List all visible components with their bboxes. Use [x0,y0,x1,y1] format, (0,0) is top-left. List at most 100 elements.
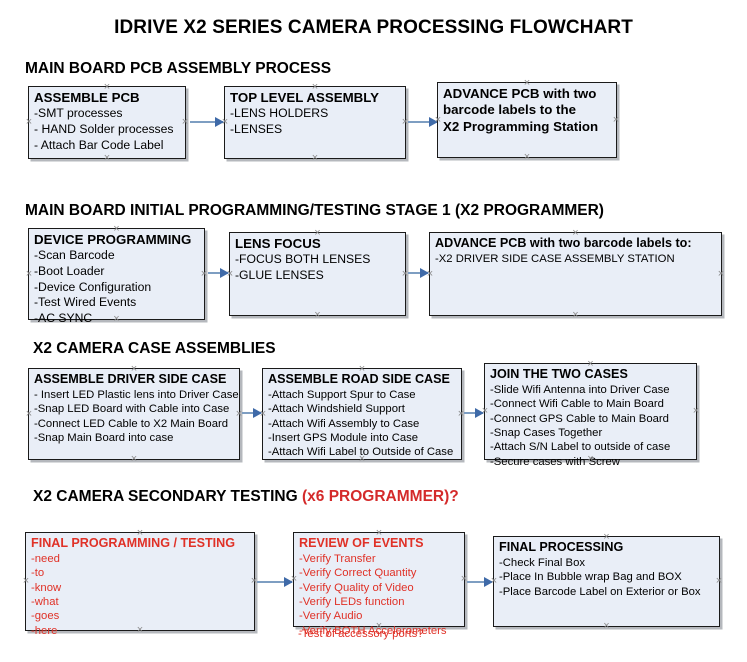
flow-box-assemble-driver-side-case[interactable]: ASSEMBLE DRIVER SIDE CASE - Insert LED P… [28,368,240,460]
box-line: -Snap Main Board into case [34,431,174,444]
box-line: -LENSES [230,122,283,137]
box-line: -Attach Windshield Support [268,403,405,416]
section-header-main-board-pcb-assembly: MAIN BOARD PCB ASSEMBLY PROCESS [25,60,331,78]
resize-handle-right[interactable] [235,410,244,419]
box-line: -Snap LED Board with Cable into Case [34,403,230,416]
resize-handle-right[interactable] [612,116,621,125]
box-title: TOP LEVEL ASSEMBLY [230,90,380,105]
box-line: - Insert LED Plastic lens into Driver Ca… [34,388,239,401]
resize-handle-left[interactable] [22,577,31,586]
flow-box-advance-pcb-driver-side-station[interactable]: ADVANCE PCB with two barcode labels to: … [429,232,722,316]
box-line: -Verify Quality of Video [299,581,414,594]
resize-handle-right[interactable] [200,270,209,279]
box-line: -Attach Support Spur to Case [268,388,416,401]
box-title: FINAL PROCESSING [499,540,624,554]
box-line: -goes [31,610,60,623]
box-line: -AC SYNC [34,310,93,325]
section-header-main-board-initial-programming: MAIN BOARD INITIAL PROGRAMMING/TESTING S… [25,202,604,220]
resize-handle-bottom[interactable] [103,154,112,163]
box-line: -here [31,624,58,637]
box-title: ASSEMBLE PCB [34,90,140,105]
resize-handle-right[interactable] [401,270,410,279]
box-line: -Attach Wifi Label to Outside of Case [268,446,454,459]
box-line: -Insert GPS Module into Case [268,431,419,444]
box-line: -Verify BOTH Accelerometers [299,624,447,637]
flow-box-lens-focus[interactable]: LENS FOCUS -FOCUS BOTH LENSES -GLUE LENS… [229,232,406,316]
connector-arrow [208,268,229,278]
resize-handle-right[interactable] [717,270,726,279]
flow-box-review-of-events[interactable]: REVIEW OF EVENTS -Verify Transfer -Verif… [293,532,465,637]
box-title: ADVANCE PCB with two [443,86,597,101]
box-line: -X2 DRIVER SIDE CASE ASSEMBLY STATION [435,252,675,265]
box-line: -Test Wired Events [34,295,137,310]
resize-handle-right[interactable] [715,577,724,586]
flow-box-final-programming-testing[interactable]: FINAL PROGRAMMING / TESTING -need -to -k… [22,532,255,637]
resize-handle-left[interactable] [25,410,34,419]
section-header-text: X2 CAMERA CASE ASSEMBLIES [33,340,276,357]
box-line: -Boot Loader [34,264,105,279]
box-line: -Connect LED Cable to X2 Main Board [34,417,229,430]
box-title: LENS FOCUS [235,236,321,251]
box-line: -Verify Transfer [299,552,376,565]
box-line: -Check Final Box [499,556,586,569]
flow-box-assemble-pcb[interactable]: ASSEMBLE PCB -SMT processes - HAND Solde… [28,86,186,159]
resize-handle-left[interactable] [25,118,34,127]
box-title-cont: X2 Programming Station [443,118,599,134]
box-title: DEVICE PROGRAMMING [34,232,192,247]
flow-box-advance-pcb-programming-station[interactable]: ADVANCE PCB with two barcode labels to t… [437,82,617,158]
section-header-text: MAIN BOARD PCB ASSEMBLY PROCESS [25,60,332,77]
box-title: ADVANCE PCB with two barcode labels to: [435,236,692,250]
box-line: -Device Configuration [34,279,152,294]
box-line: -Slide Wifi Antenna into Driver Case [490,383,670,396]
resize-handle-right[interactable] [181,118,190,127]
connector-arrow [190,117,224,127]
box-overflow-line-review-of-events: -Test of accessory ports? [298,628,424,640]
box-line: -need [31,552,60,565]
section-header-text: X2 CAMERA SECONDARY TESTING [33,488,302,505]
resize-handle-right[interactable] [692,407,701,416]
box-line: -Scan Barcode [34,248,115,263]
box-title: REVIEW OF EVENTS [299,536,424,550]
box-title: FINAL PROGRAMMING / TESTING [31,536,236,550]
box-line: -to [31,567,45,580]
box-line: - HAND Solder processes [34,122,174,137]
resize-handle-right[interactable] [457,410,466,419]
section-header-x2-camera-case-assemblies: X2 CAMERA CASE ASSEMBLIES [33,340,276,358]
section-header-text: MAIN BOARD INITIAL PROGRAMMING/TESTING S… [25,202,604,219]
section-header-x2-camera-secondary-testing: X2 CAMERA SECONDARY TESTING (x6 PROGRAMM… [33,488,459,506]
connector-arrow [242,408,262,418]
box-title-cont: barcode labels to the [443,102,577,118]
box-line: - Attach Bar Code Label [34,137,164,152]
box-line: -FOCUS BOTH LENSES [235,252,371,267]
flow-box-top-level-assembly[interactable]: TOP LEVEL ASSEMBLY -LENS HOLDERS -LENSES [224,86,406,159]
box-line: -what [31,595,59,608]
resize-handle-left[interactable] [25,270,34,279]
box-line: -Place In Bubble wrap Bag and BOX [499,571,682,584]
box-line: -Snap Cases Together [490,426,603,439]
box-title: ASSEMBLE ROAD SIDE CASE [268,372,450,386]
box-line: -Place Barcode Label on Exterior or Box [499,585,701,598]
resize-handle-bottom[interactable] [571,311,580,320]
connector-arrow [467,577,493,587]
resize-handle-bottom[interactable] [130,455,139,464]
flow-box-device-programming[interactable]: DEVICE PROGRAMMING -Scan Barcode -Boot L… [25,228,205,325]
box-title: ASSEMBLE DRIVER SIDE CASE [34,372,227,386]
page-title: IDRIVE X2 SERIES CAMERA PROCESSING FLOWC… [114,17,633,38]
box-line: -Connect Wifi Cable to Main Board [490,398,664,411]
section-header-accent: (x6 PROGRAMMER)? [302,488,459,505]
resize-handle-bottom[interactable] [313,311,322,320]
box-line: -GLUE LENSES [235,268,324,283]
box-line: -SMT processes [34,106,123,121]
resize-handle-bottom[interactable] [602,622,611,631]
connector-arrow [257,577,293,587]
flow-box-assemble-road-side-case[interactable]: ASSEMBLE ROAD SIDE CASE -Attach Support … [262,368,462,460]
resize-handle-bottom[interactable] [311,154,320,163]
box-line: -know [31,581,62,594]
flow-box-final-processing[interactable]: FINAL PROCESSING -Check Final Box -Place… [493,536,720,627]
box-title: JOIN THE TWO CASES [490,367,628,381]
resize-handle-bottom[interactable] [523,153,532,162]
box-line: -Connect GPS Cable to Main Board [490,412,669,425]
flow-box-join-the-two-cases[interactable]: JOIN THE TWO CASES -Slide Wifi Antenna i… [484,363,697,468]
box-line: -Verify Audio [299,610,363,623]
